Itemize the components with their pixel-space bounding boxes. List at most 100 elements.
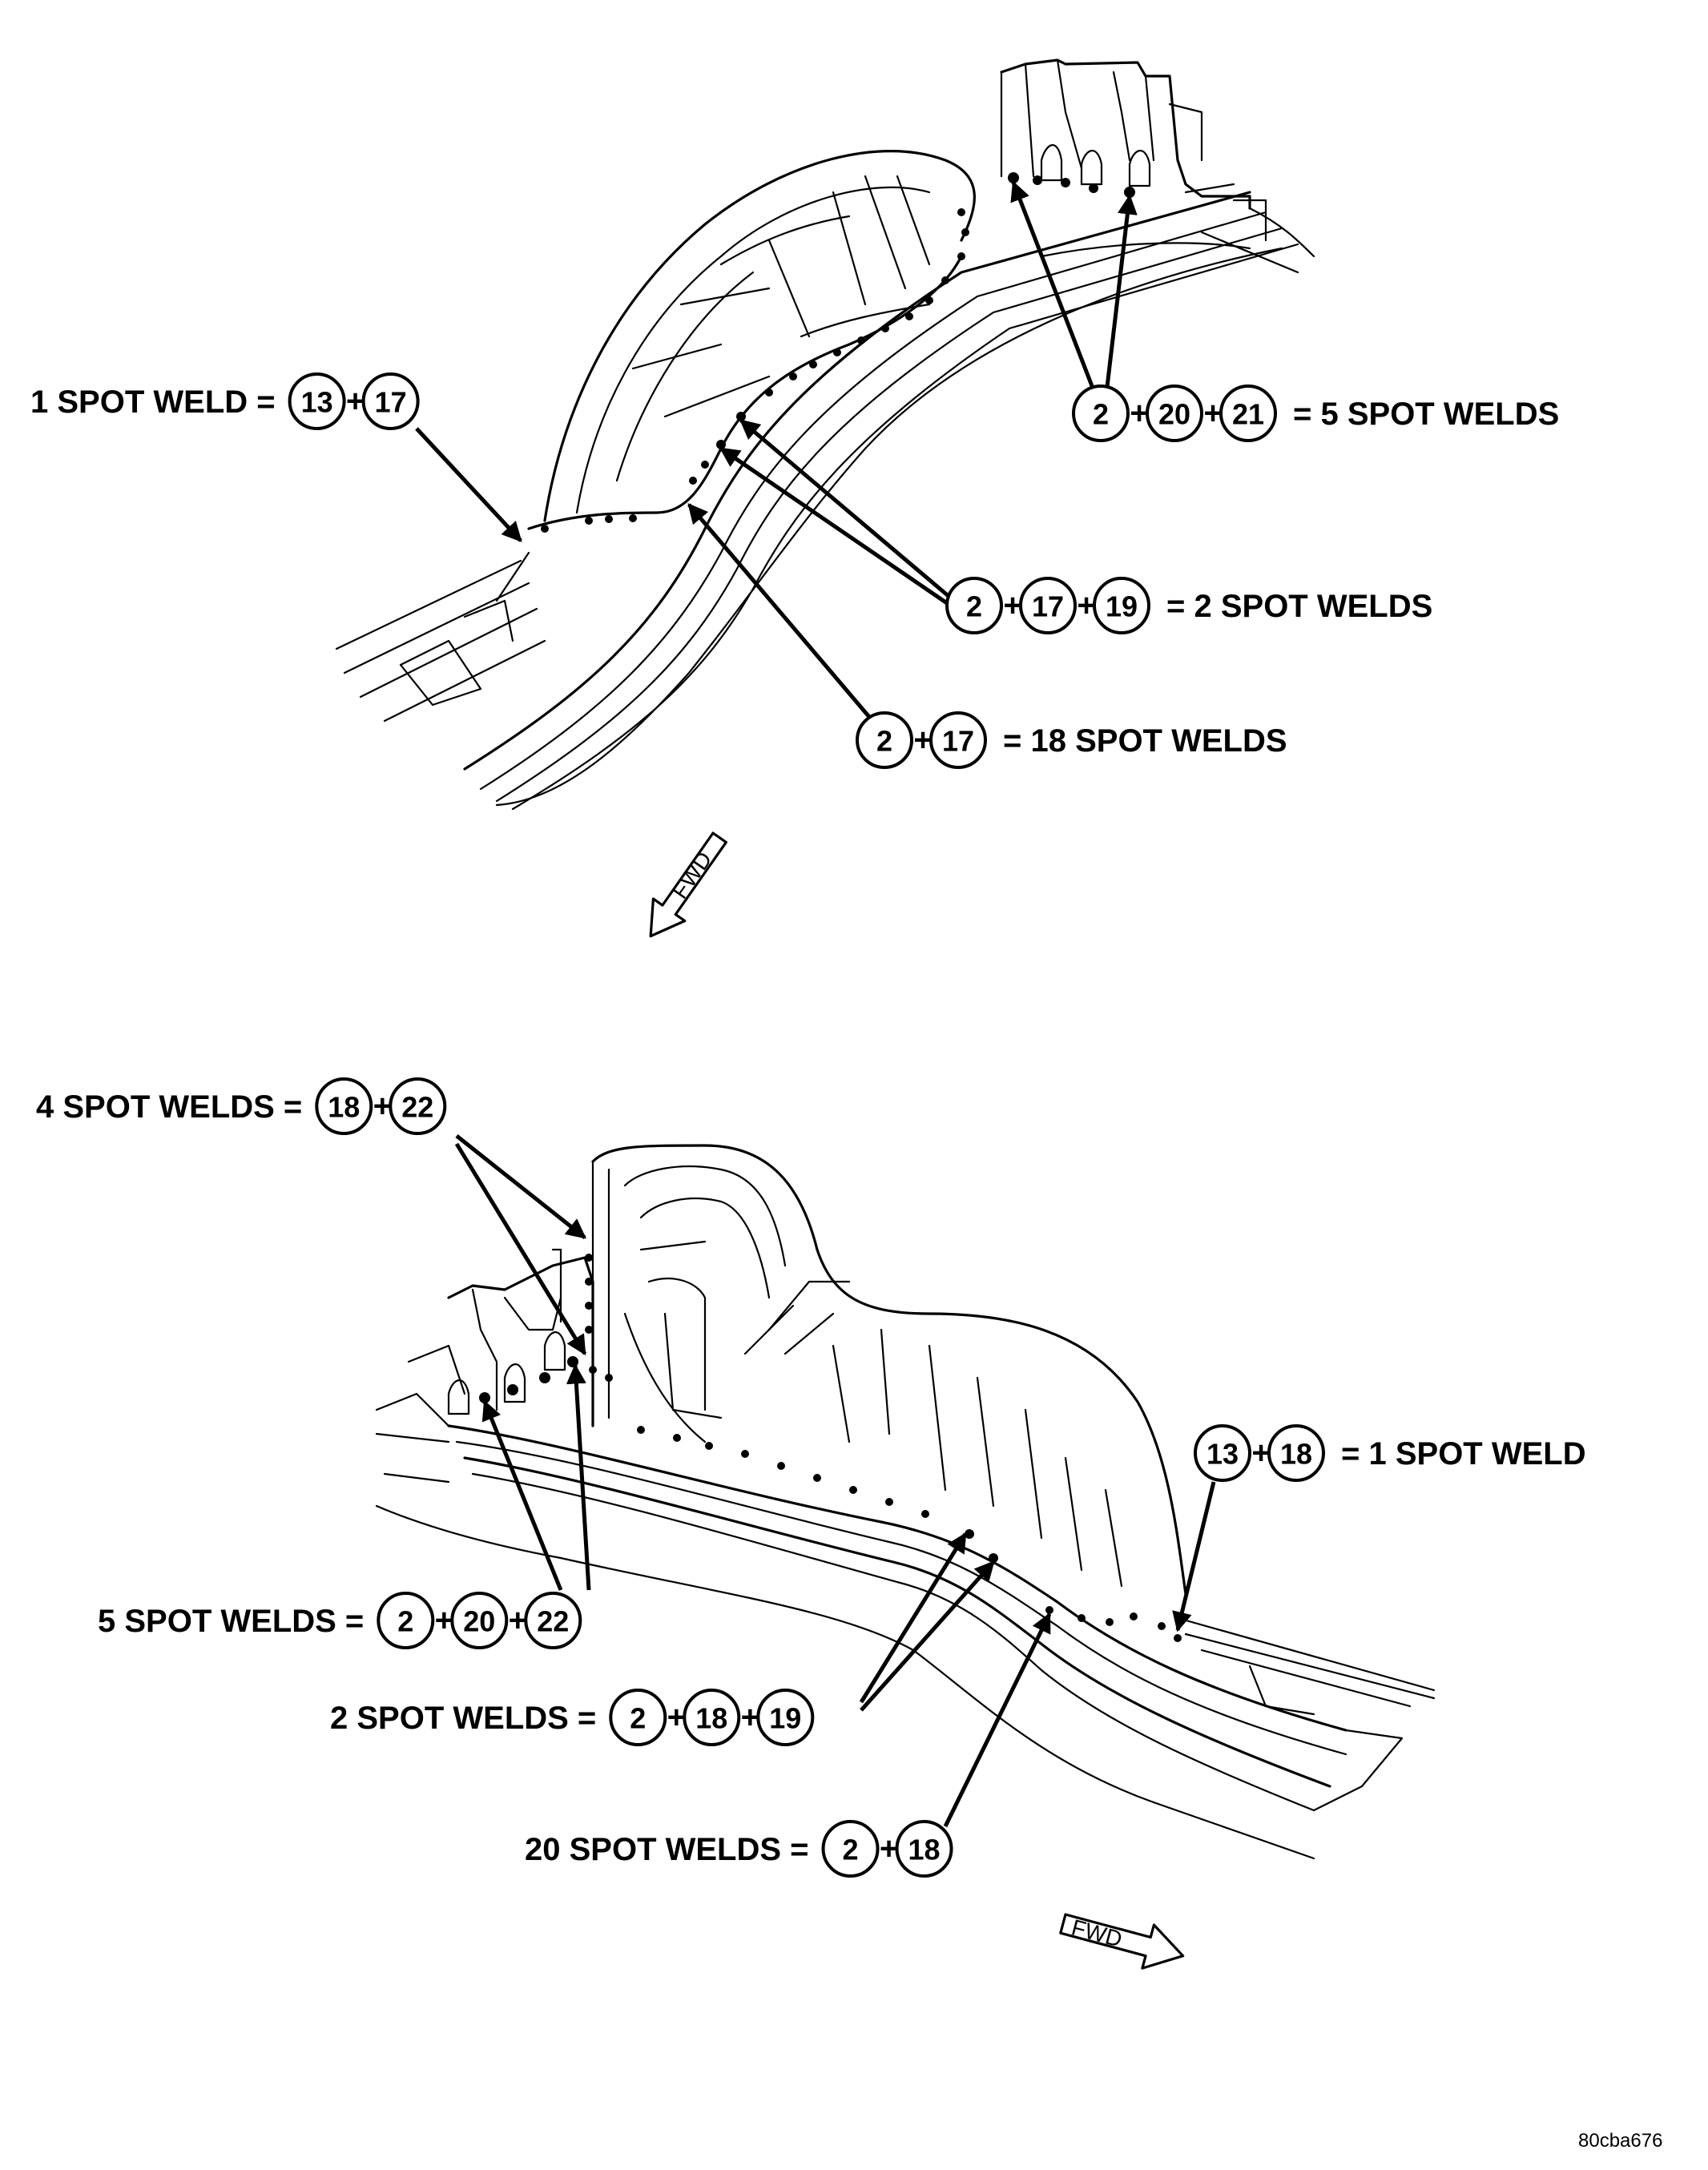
callout-t2: 2 +20 +21 = 5 SPOT WELDS [1072, 384, 1559, 442]
part-number: 20 [463, 1605, 495, 1638]
part-number: 2 [843, 1834, 859, 1866]
part-number-circle [288, 372, 346, 430]
part-number: 17 [1032, 590, 1064, 623]
part-number: 17 [375, 386, 407, 419]
part-number-circle [683, 1689, 741, 1746]
part-number: 2 [397, 1605, 413, 1638]
bottom-view-weld-dots [479, 1254, 1182, 1642]
plus-sign: + [509, 1603, 527, 1638]
bottom-view-drawing [375, 1144, 1436, 1860]
part-number: 18 [695, 1702, 727, 1735]
leader-b3a [481, 1399, 563, 1591]
plus-sign: + [373, 1089, 392, 1124]
plus-sign: + [880, 1831, 898, 1866]
part-number-circle [377, 1592, 435, 1649]
part-number-circle [856, 711, 913, 769]
part-number-circle [821, 1820, 880, 1878]
callout-t1-text: 1 SPOT WELD = [30, 384, 276, 420]
callout-t2-text: = 5 SPOT WELDS [1293, 397, 1559, 432]
part-number-circle [1267, 1424, 1325, 1482]
plus-sign: + [1003, 588, 1021, 623]
leader-b2 [1172, 1481, 1216, 1633]
leader-t3b [719, 446, 951, 607]
leader-b1a [455, 1134, 586, 1239]
callout-b3-text: 5 SPOT WELDS = [98, 1604, 364, 1639]
plus-sign: + [1203, 396, 1222, 431]
plus-sign: + [667, 1700, 686, 1735]
leader-lines [415, 180, 1216, 1828]
plus-sign: + [1251, 1435, 1270, 1471]
callout-b1: 4 SPOT WELDS = 18 +22 [36, 1077, 447, 1135]
part-number: 19 [769, 1702, 801, 1735]
part-number: 2 [630, 1702, 646, 1735]
part-number-circle [1146, 384, 1203, 442]
part-number: 17 [942, 725, 974, 758]
callout-b2-text: = 1 SPOT WELD [1341, 1436, 1586, 1471]
part-number: 2 [966, 590, 982, 623]
leader-t2b [1103, 194, 1138, 401]
callout-t3-text: = 2 SPOT WELDS [1166, 589, 1432, 624]
plus-sign: + [435, 1603, 453, 1638]
part-number-circle [756, 1689, 815, 1746]
leader-t1 [415, 427, 522, 542]
leader-t4 [687, 503, 871, 719]
fwd-label-bottom: FWD [1069, 1914, 1125, 1951]
part-number: 13 [301, 386, 333, 419]
fwd-arrow-bottom: FWD [1059, 1913, 1185, 1970]
part-number: 18 [328, 1091, 360, 1124]
part-number-circle [1194, 1424, 1251, 1482]
fwd-label-top: FWD [667, 847, 717, 903]
plus-sign: + [346, 384, 365, 419]
callout-b5-text: 20 SPOT WELDS = [525, 1832, 809, 1867]
part-number: 2 [876, 725, 892, 758]
part-number: 18 [1280, 1438, 1312, 1471]
plus-sign: + [741, 1700, 759, 1735]
part-number-circle [895, 1820, 953, 1878]
callout-t1: 1 SPOT WELD = 13 +17 [30, 372, 420, 430]
part-number-circle [1019, 577, 1077, 634]
part-number-circle [609, 1689, 667, 1746]
leader-t3a [739, 419, 951, 598]
part-number-circle [524, 1592, 582, 1649]
part-number: 22 [537, 1605, 569, 1638]
callout-b2: 13 +18 = 1 SPOT WELD [1194, 1424, 1586, 1482]
leader-b1b [454, 1142, 587, 1356]
figure-code: 80cba676 [1578, 2130, 1662, 2152]
part-number-circle [945, 577, 1003, 634]
part-number: 18 [908, 1834, 941, 1866]
callout-b4-text: 2 SPOT WELDS = [330, 1701, 596, 1736]
part-number-circle [450, 1592, 509, 1649]
part-number-circle [929, 711, 987, 769]
part-number-circle [389, 1077, 447, 1135]
part-number: 21 [1232, 398, 1264, 431]
fwd-arrow-top: FWD [649, 831, 727, 938]
leader-b3b [566, 1363, 591, 1591]
callout-b4: 2 SPOT WELDS = 2 +18 +19 [330, 1689, 815, 1746]
part-number: 2 [1093, 398, 1109, 431]
part-number-circle [1219, 384, 1277, 442]
callout-b1-text: 4 SPOT WELDS = [36, 1089, 302, 1125]
callout-t4: 2 +17 = 18 SPOT WELDS [856, 711, 1287, 769]
part-number-circle [315, 1077, 373, 1135]
top-view-drawing [335, 58, 1315, 811]
part-number: 20 [1158, 398, 1190, 431]
part-number: 19 [1106, 590, 1138, 623]
top-view-weld-dots [541, 172, 1135, 533]
plus-sign: + [1077, 588, 1095, 623]
leader-b4b [860, 1560, 995, 1712]
plus-sign: + [913, 723, 932, 758]
callout-t4-text: = 18 SPOT WELDS [1003, 723, 1287, 759]
plus-sign: + [1130, 396, 1148, 431]
leader-b4a [859, 1532, 968, 1704]
part-number: 13 [1206, 1438, 1239, 1471]
leader-b5 [943, 1612, 1052, 1828]
leader-t2a [1010, 180, 1100, 401]
part-number-circle [361, 372, 420, 430]
callout-b5: 20 SPOT WELDS = 2 +18 [525, 1820, 953, 1878]
callout-t3: 2 +17 +19 = 2 SPOT WELDS [945, 577, 1432, 634]
callout-b3: 5 SPOT WELDS = 2 +20 +22 [98, 1592, 582, 1649]
part-number: 22 [401, 1091, 433, 1124]
